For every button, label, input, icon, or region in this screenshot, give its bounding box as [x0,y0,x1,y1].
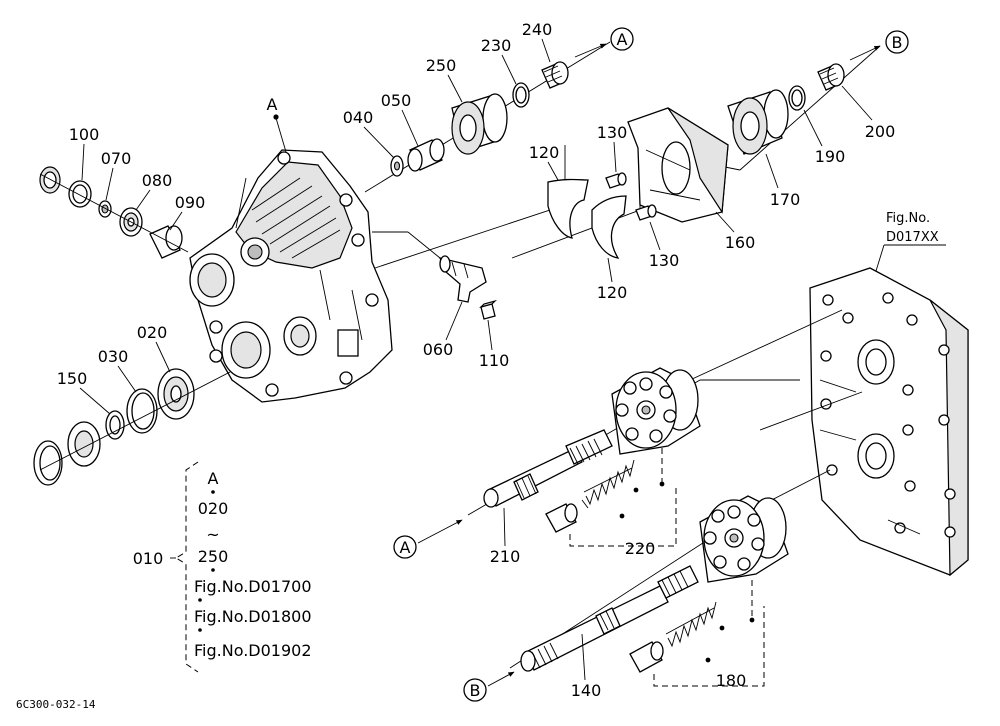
label-050: 050 [381,91,412,110]
piston-upper [545,503,578,533]
label-130-upper: 130 [597,123,628,142]
assembly-item-3: 250 [198,547,229,566]
part-090-collar [149,225,183,259]
part-110-block [478,299,498,320]
part-070-washer [98,200,112,218]
part-060-lever [438,255,487,303]
label-180: 180 [716,671,747,690]
part-170-bearing [727,89,789,155]
label-100: 100 [69,125,100,144]
arrow-a-top-label: A [617,30,628,49]
seal-lower [67,421,101,467]
label-060: 060 [423,340,454,359]
cylinder-block-lower [699,495,789,583]
label-110: 110 [479,351,510,370]
label-080: 080 [142,171,173,190]
assembly-item-0: A [208,469,219,488]
transmission-housing [189,149,393,403]
label-160: 160 [725,233,756,252]
part-140-shaft [520,565,699,672]
label-210: 210 [490,547,521,566]
part-030-snap-ring [126,388,158,434]
cylinder-block-upper [611,367,701,455]
snap-ring-lower [33,440,63,486]
part-120-shoe-upper [547,178,589,239]
part-040-washer [390,155,404,177]
arrow-a-bottom-label: A [400,538,411,557]
part-100-snap-ring [68,180,92,208]
spring-lower [665,601,717,648]
label-220: 220 [625,539,656,558]
part-200-coupling [817,63,845,91]
part-130-bolt-upper [605,172,627,189]
part-250-bearing [451,93,508,155]
assembly-item-1: 020 [198,499,229,518]
part-150-ring [105,410,125,440]
part-230-ring [512,82,530,108]
arrow-b-top-label: B [892,33,903,52]
label-130-lower: 130 [649,251,680,270]
seal-left [39,166,61,194]
label-120-upper: 120 [529,143,560,162]
part-120-shoe-lower [591,195,627,259]
valve-plate [809,267,969,577]
part-210-shaft [483,429,613,508]
label-190: 190 [815,147,846,166]
label-030: 030 [98,347,129,366]
label-070: 070 [101,149,132,168]
label-240: 240 [522,20,553,39]
label-200: 200 [865,122,896,141]
part-190-ring [788,85,806,111]
part-160-swash-plate [627,107,729,223]
housing-marker-label: A [267,95,278,114]
label-090: 090 [175,193,206,212]
arrow-b-bottom-label: B [470,681,481,700]
assembly-item-4: Fig.No.D01700 [194,577,312,596]
label-140: 140 [571,681,602,700]
part-130-bolt-lower [635,204,657,221]
assembly-bracket [170,461,215,673]
label-150: 150 [57,369,88,388]
part-020-bearing [157,368,195,420]
part-050-bushing [407,138,445,172]
figref-line1: Fig.No. [886,211,930,226]
assembly-code: 010 [133,549,164,568]
label-040: 040 [343,108,374,127]
label-020: 020 [137,323,168,342]
label-170: 170 [770,190,801,209]
label-230: 230 [481,36,512,55]
assembly-item-2: ~ [206,525,219,544]
figref-line2: D017XX [886,230,939,245]
spring-upper [581,459,635,509]
drawing-id: 6C300-032-14 [16,698,96,711]
part-240-coupling [541,61,569,89]
assembly-item-6: Fig.No.D01902 [194,641,312,660]
label-250: 250 [426,56,457,75]
label-120-lower: 120 [597,283,628,302]
piston-lower [629,641,664,673]
assembly-item-5: Fig.No.D01800 [194,607,312,626]
